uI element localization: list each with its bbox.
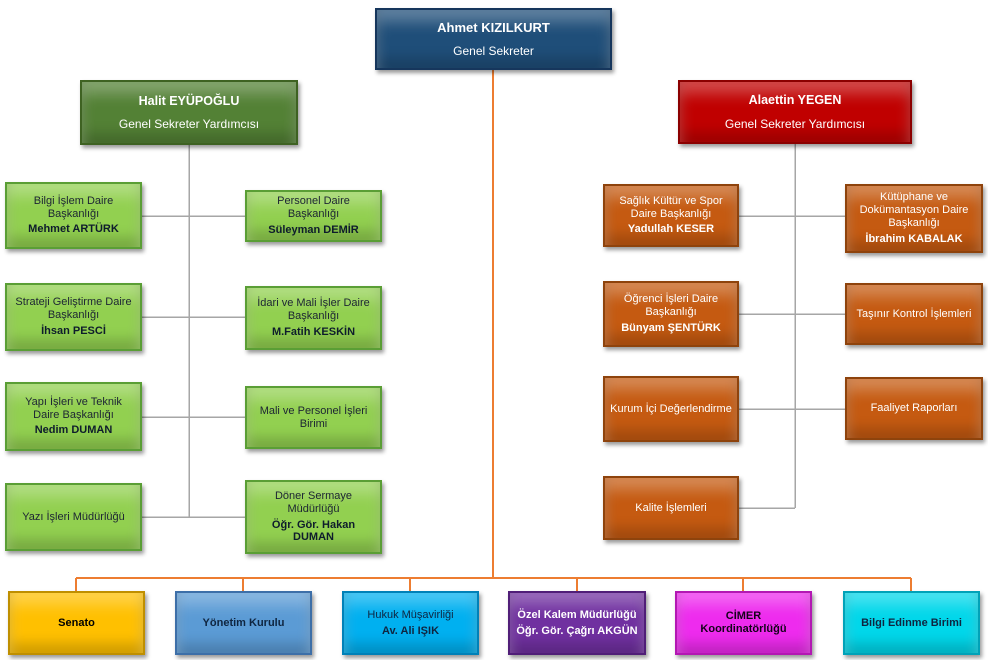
box-doner-sermaye: Döner Sermaye Müdürlüğü Öğr. Gör. Hakan …: [245, 480, 382, 554]
box-bilgi-islem: Bilgi İşlem Daire Başkanlığı Mehmet ARTÜ…: [5, 182, 142, 249]
dept-label: Özel Kalem Müdürlüğü: [517, 608, 637, 621]
dept-label: Yazı İşleri Müdürlüğü: [22, 510, 125, 523]
dept-label: Mali ve Personel İşleri Birimi: [259, 404, 368, 430]
dept-label: Döner Sermaye Müdürlüğü: [274, 489, 353, 515]
dept-label: Strateji Geliştirme Daire Başkanlığı: [15, 296, 132, 322]
dept-label: Sağlık Kültür ve Spor Daire Başkanlığı: [619, 194, 723, 220]
dept-label: Kurum İçi Değerlendirme: [610, 402, 732, 415]
dept-label: Kütüphane ve Dokümantasyon Daire Başkanl…: [859, 191, 969, 229]
box-cimer-koordinatorlugu: CİMER Koordinatörlüğü: [675, 591, 812, 655]
person-name: Öğr. Gör. Çağrı AKGÜN: [516, 624, 638, 637]
dept-label: Senato: [58, 616, 95, 629]
person-name: Süleyman DEMİR: [268, 223, 359, 236]
box-saglik-kultur-spor: Sağlık Kültür ve Spor Daire Başkanlığı Y…: [603, 184, 739, 247]
person-name: Halit EYÜPOĞLU: [138, 93, 240, 108]
box-idari-mali-isler: İdari ve Mali İşler Daire Başkanlığı M.F…: [245, 286, 382, 350]
person-title: Genel Sekreter Yardımcısı: [724, 116, 866, 131]
person-name: Yadullah KESER: [627, 223, 715, 236]
person-name: Nedim DUMAN: [34, 424, 113, 437]
box-yazi-isleri: Yazı İşleri Müdürlüğü: [5, 483, 142, 551]
person-name: Ahmet KIZILKURT: [437, 19, 550, 35]
box-faaliyet-raporlari: Faaliyet Raporları: [845, 377, 983, 440]
person-name: Alaettin YEGEN: [748, 93, 842, 108]
dept-label: Yapı İşleri ve Teknik Daire Başkanlığı: [25, 395, 122, 421]
box-deputy-right: Alaettin YEGEN Genel Sekreter Yardımcısı: [678, 80, 912, 144]
person-title: Genel Sekreter Yardımcısı: [118, 117, 260, 132]
box-deputy-left: Halit EYÜPOĞLU Genel Sekreter Yardımcısı: [80, 80, 298, 145]
box-senato: Senato: [8, 591, 145, 655]
person-name: Mehmet ARTÜRK: [28, 223, 119, 236]
center-and-bottom-lines: [75, 70, 912, 591]
dept-label: CİMER Koordinatörlüğü: [700, 610, 787, 635]
box-bilgi-edinme: Bilgi Edinme Birimi: [843, 591, 980, 655]
person-name: Bünyam ŞENTÜRK: [621, 321, 721, 334]
left-branch-lines: [141, 145, 245, 518]
box-personel: Personel Daire Başkanlığı Süleyman DEMİR: [245, 190, 382, 242]
box-ogrenci-isleri: Öğrenci İşleri Daire Başkanlığı Bünyam Ş…: [603, 281, 739, 347]
box-kurum-ici-degerlendirme: Kurum İçi Değerlendirme: [603, 376, 739, 442]
right-branch-lines: [739, 144, 845, 509]
box-yapi-isleri: Yapı İşleri ve Teknik Daire Başkanlığı N…: [5, 382, 142, 451]
dept-label: Bilgi İşlem Daire Başkanlığı: [33, 194, 114, 220]
box-kalite-islemleri: Kalite İşlemleri: [603, 476, 739, 540]
dept-label: Hukuk Müşavirliği: [367, 608, 454, 621]
person-name: Öğr. Gör. Hakan DUMAN: [271, 518, 356, 544]
box-yonetim-kurulu: Yönetim Kurulu: [175, 591, 312, 655]
dept-label: Faaliyet Raporları: [870, 402, 958, 415]
box-hukuk-musavirligi: Hukuk Müşavirliği Av. Ali IŞIK: [342, 591, 479, 655]
person-name: İhsan PESCİ: [41, 324, 106, 337]
box-mali-personel-birimi: Mali ve Personel İşleri Birimi: [245, 386, 382, 449]
person-name: M.Fatih KESKİN: [271, 325, 356, 338]
dept-label: Personel Daire Başkanlığı: [277, 195, 350, 221]
box-tasinir-kontrol: Taşınır Kontrol İşlemleri: [845, 283, 983, 345]
dept-label: Kalite İşlemleri: [635, 501, 707, 514]
dept-label: Taşınır Kontrol İşlemleri: [856, 307, 972, 320]
box-ozel-kalem: Özel Kalem Müdürlüğü Öğr. Gör. Çağrı AKG…: [508, 591, 646, 655]
box-strateji-gelistirme: Strateji Geliştirme Daire Başkanlığı İhs…: [5, 283, 142, 351]
dept-label: Yönetim Kurulu: [202, 616, 285, 629]
person-title: Genel Sekreter: [453, 44, 534, 59]
dept-label: Öğrenci İşleri Daire Başkanlığı: [623, 293, 719, 319]
dept-label: İdari ve Mali İşler Daire Başkanlığı: [257, 297, 370, 323]
person-name: İbrahim KABALAK: [865, 232, 963, 245]
dept-label: Bilgi Edinme Birimi: [861, 616, 962, 629]
box-kutuphane-dokumantasyon: Kütüphane ve Dokümantasyon Daire Başkanl…: [845, 184, 983, 253]
box-genel-sekreter: Ahmet KIZILKURT Genel Sekreter: [375, 8, 612, 70]
person-name: Av. Ali IŞIK: [381, 624, 440, 637]
